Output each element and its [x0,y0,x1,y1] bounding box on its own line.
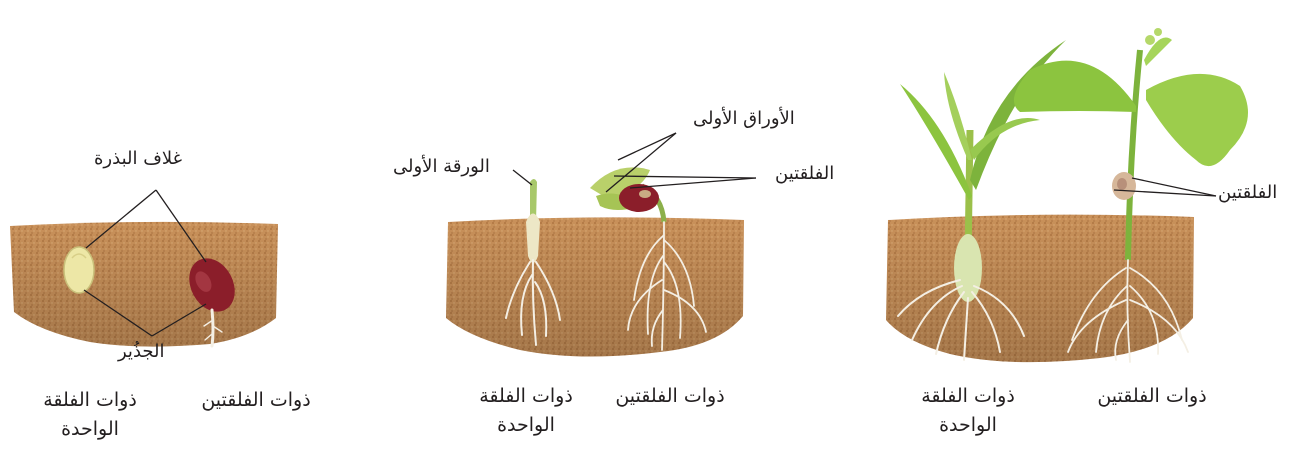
panel-seedling [446,133,756,357]
label-radicle: الجذُير [118,343,165,361]
caption-monocot: ذوات الفلقة الواحدة [466,382,586,441]
caption-dicot: ذوات الفلقتين [1082,382,1222,411]
label-first-leaf: الورقة الأولى [393,158,490,176]
caption-monocot: ذوات الفلقة الواحدة [30,386,150,445]
label-cotyledons: الفلقتين [1218,184,1277,202]
caption-dicot: ذوات الفلقتين [186,386,326,415]
label-seed-coat: غلاف البذرة [94,150,182,168]
panel-germination [10,190,278,347]
panel-young-plant [886,28,1248,362]
caption-dicot: ذوات الفلقتين [600,382,740,411]
label-first-leaves: الأوراق الأولى [693,110,795,128]
label-cotyledons: الفلقتين [775,165,834,183]
caption-monocot: ذوات الفلقة الواحدة [908,382,1028,441]
